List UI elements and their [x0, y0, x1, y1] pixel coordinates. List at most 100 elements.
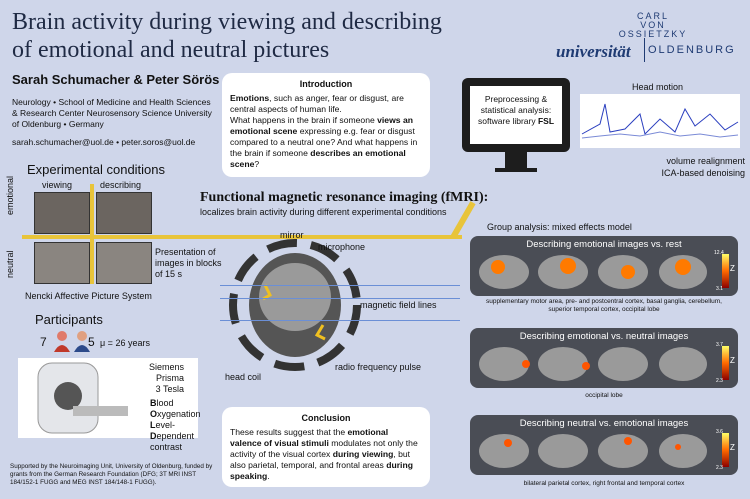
panel-2-z: Z: [730, 356, 735, 365]
panel-2-min: 2.3: [716, 378, 723, 384]
brain-panel-1: Describing emotional images vs. rest 12.…: [470, 236, 738, 296]
concl-g: .: [267, 471, 270, 481]
logo-divider: [644, 38, 645, 62]
rf-pulse-label: radio frequency pulse: [335, 362, 422, 372]
photo-neutral-describing: [96, 242, 152, 284]
concl-f: during speaking: [230, 460, 413, 481]
colorbar-2: [722, 346, 729, 380]
intro-p2b: views an emotional scene: [230, 115, 413, 136]
conclusion-box: Conclusion These results suggest that th…: [222, 407, 430, 487]
title-line-2: of emotional and neutral pictures: [12, 37, 330, 63]
scanner-l1: Siemens: [148, 362, 184, 372]
experimental-heading: Experimental conditions: [27, 162, 166, 177]
intro-p1: , such as anger, fear or disgust, are ce…: [230, 93, 404, 114]
logo-line-3: OSSIETZKY: [618, 29, 688, 39]
bold-l-rest: evel-: [155, 420, 176, 430]
brain-panel-3: Describing neutral vs. emotional images …: [470, 415, 738, 475]
introduction-box: Introduction Emotions, such as anger, fe…: [222, 73, 430, 177]
intro-p2c: expressing e.g. fear or disgust compared…: [230, 126, 418, 158]
preproc-l1: Preprocessing &: [484, 94, 548, 104]
row-emotional: emotional: [5, 175, 15, 215]
group-heading: Group analysis: mixed effects model: [487, 222, 632, 232]
poster-title: Brain activity during viewing and descri…: [12, 8, 532, 64]
university-logo: CARL VON OSSIETZKY universität OLDENBURG: [548, 10, 748, 65]
col-viewing: viewing: [42, 180, 73, 190]
introduction-text: Emotions, such as anger, fear or disgust…: [230, 93, 422, 170]
col-describing: describing: [100, 180, 142, 190]
brain-panel-2: Describing emotional vs. neutral images …: [470, 328, 738, 388]
title-line-1: Brain activity during viewing and descri…: [12, 9, 442, 35]
bold-contrast: contrast: [150, 442, 183, 452]
presentation-text: Presentation of images in blocks of 15 s: [155, 247, 222, 279]
male-count: 5: [88, 335, 95, 349]
bold-b: B: [150, 398, 157, 408]
field-line-2: [220, 298, 460, 299]
microphone-label: microphone: [318, 242, 366, 252]
logo-line-1: CARL: [636, 11, 669, 21]
panel-1-z: Z: [730, 264, 735, 273]
concl-b: emotional valence of visual stimuli: [230, 427, 389, 448]
volume-realignment: volume realignment: [666, 156, 745, 166]
head-motion-plot: [580, 94, 740, 148]
intro-p2d: describes an emotional scene: [230, 148, 406, 169]
introduction-heading: Introduction: [299, 79, 353, 89]
head-motion-heading: Head motion: [632, 82, 684, 92]
bold-d-rest: ependent: [156, 431, 195, 441]
panel-1-max: 12.4: [714, 250, 724, 256]
mri-scanner-image: [37, 362, 128, 434]
preproc-l2: statistical analysis:: [480, 105, 552, 115]
panel-3-max: 3.6: [716, 429, 723, 435]
bold-o: O: [150, 409, 158, 419]
panel-3-min: 2.3: [716, 465, 723, 471]
brain-map-1: [479, 255, 707, 289]
divider-horizontal: [22, 235, 462, 239]
intro-emotions: Emotions: [230, 93, 270, 103]
ica-denoising: ICA-based denoising: [661, 168, 745, 178]
panel-1-title: Describing emotional images vs. rest: [526, 239, 682, 250]
concl-d: during viewing: [332, 449, 394, 459]
panel-2-max: 3.7: [716, 342, 723, 348]
arrow-to-computer: [450, 201, 476, 239]
concl-a: These results suggest that the: [230, 427, 348, 437]
divider-vertical: [90, 184, 94, 284]
bold-acronym: Blood Oxygenation Level- Dependent contr…: [150, 398, 201, 453]
affiliation: Neurology • School of Medicine and Healt…: [12, 97, 212, 129]
scanner-model: Siemens Prisma 3 Tesla: [112, 362, 184, 395]
bold-l: L: [150, 420, 156, 430]
concl-e: , but also parietal, temporal, and front…: [230, 449, 411, 470]
bold-d: D: [150, 431, 157, 441]
field-line-3: [220, 320, 460, 321]
participants-heading: Participants: [35, 312, 103, 327]
scanner-panel: [18, 358, 198, 438]
fmri-subtitle: localizes brain activity during differen…: [200, 207, 447, 217]
head-coil-label: head coil: [225, 372, 262, 382]
logo-name: CARL VON OSSIETZKY: [618, 12, 688, 39]
logo-universitaet: universität: [556, 42, 631, 61]
panel-3-z: Z: [730, 443, 735, 452]
authors: Sarah Schumacher & Peter Sörös: [12, 72, 220, 87]
mirror-label: mirror: [280, 230, 304, 240]
colorbar-1: [722, 254, 729, 288]
logo-line-2: VON: [640, 20, 666, 30]
field-lines-label: magnetic field lines: [360, 300, 437, 310]
monitor: Preprocessing & statistical analysis: so…: [462, 78, 570, 152]
fmri-title: Functional magnetic resonance imaging (f…: [200, 190, 489, 205]
preproc-fsl: FSL: [537, 116, 555, 126]
female-icon: [54, 331, 70, 352]
panel-3-title: Describing neutral vs. emotional images: [519, 418, 689, 429]
female-count: 7: [40, 335, 47, 349]
head-motion-trace: [581, 103, 739, 139]
photo-neutral-viewing: [34, 242, 90, 284]
panel-1-min: 3.1: [716, 286, 723, 292]
row-neutral: neutral: [5, 250, 15, 278]
brain-map-3: [479, 434, 707, 468]
conclusion-heading: Conclusion: [301, 413, 351, 423]
conclusion-text: These results suggest that the emotional…: [230, 427, 422, 482]
monitor-base: [495, 168, 537, 172]
logo-city: OLDENBURG: [648, 44, 736, 56]
preproc-l3: software library: [477, 116, 538, 126]
concl-c: modulates not only the activity of the v…: [230, 438, 418, 459]
intro-p2e: ?: [254, 159, 260, 169]
caption-3: bilateral parietal cortex, right frontal…: [523, 480, 685, 487]
intro-p2a: What happens in the brain if someone: [230, 115, 378, 125]
